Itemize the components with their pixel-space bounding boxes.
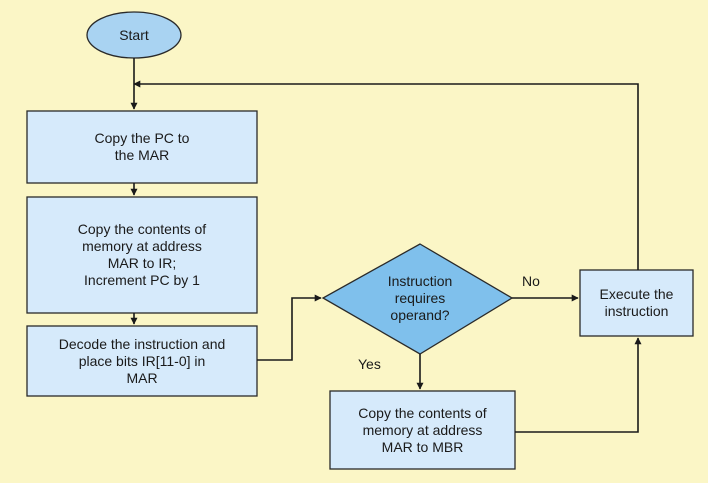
copy-memory-ir-box-line: MAR to IR;: [107, 255, 177, 271]
copy-pc-box-line: the MAR: [114, 147, 170, 163]
decode-box-line: place bits IR[11-0] in: [78, 352, 206, 369]
copy-memory-ir-box-line: Copy the contents of: [77, 221, 207, 237]
edge-execute-loop-back: [133, 80, 639, 270]
copy-mbr-box-line: MAR to MBR: [381, 438, 464, 455]
edge-decode-to-decision: [257, 294, 322, 361]
copy-pc-box-shape: [26, 110, 258, 184]
copy-memory-ir-box-line: Increment PC by 1: [84, 272, 200, 288]
execute-box-shape: [579, 269, 694, 337]
copy-mbr-box-line: memory at address: [362, 421, 483, 438]
decode-box-shape: [26, 325, 258, 397]
edge-label-yes: Yes: [358, 356, 381, 372]
edge-label-no: No: [522, 273, 540, 289]
decode-box-line: MAR: [126, 369, 158, 386]
execute-box-line: instruction: [604, 303, 669, 319]
copy-memory-ir-box-line: memory at address: [82, 238, 202, 254]
copy-memory-ir-box-shape: [26, 196, 258, 314]
start-terminal: Start: [87, 12, 181, 58]
copy-mbr-box-shape: [329, 390, 516, 470]
decision-diamond-line: Instruction: [387, 272, 453, 289]
decode-box-line: Decode the instruction and: [58, 335, 226, 352]
execute-box-line: Execute the: [599, 286, 674, 302]
copy-mbr-box-line: Copy the contents of: [358, 404, 487, 421]
edge-copy-mbr-to-execute: [515, 337, 642, 433]
start-terminal-line: Start: [119, 26, 149, 43]
copy-pc-box-line: Copy the PC to: [94, 130, 190, 146]
decision-diamond-line: requires: [394, 289, 446, 306]
decision-diamond-line: operand?: [390, 306, 450, 323]
